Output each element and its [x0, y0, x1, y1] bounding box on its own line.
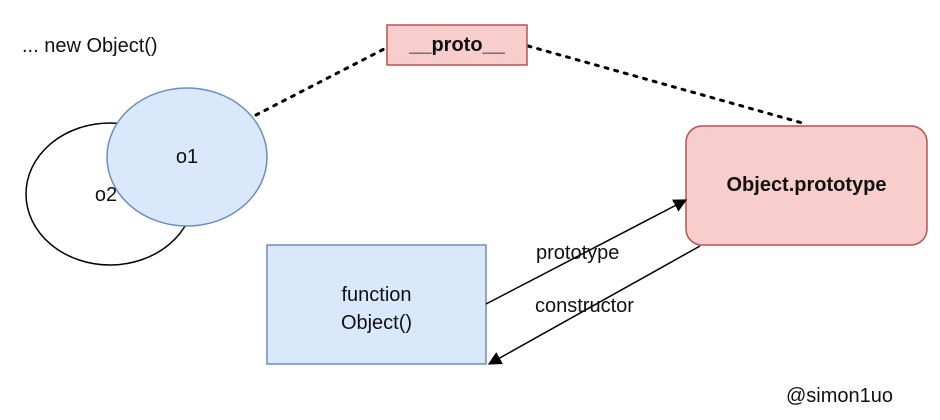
object-prototype-label: Object.prototype — [726, 174, 887, 196]
object-prototype-box — [685, 125, 928, 246]
constructor-edge-label: constructor — [535, 295, 634, 317]
function-object-label: function Object() — [267, 281, 486, 337]
proto-label: __proto__ — [409, 34, 505, 56]
dotted-link-proto-objproto — [526, 44, 808, 126]
function-label-line2: Object() — [340, 312, 413, 334]
dotted-link-o1-proto — [254, 46, 388, 117]
prototype-arrow — [485, 199, 688, 305]
prototype-edge-label: prototype — [536, 242, 620, 264]
watermark: @simon1uo — [786, 385, 894, 407]
function-label-line1: function — [341, 284, 412, 306]
header-note: ... new Object() — [22, 35, 158, 57]
constructor-arrow — [487, 245, 701, 365]
o1-label: o1 — [175, 146, 199, 168]
o2-label: o2 — [94, 184, 118, 206]
function-object-box — [266, 244, 487, 365]
proto-box — [386, 24, 528, 66]
o1-ellipse — [106, 87, 268, 227]
